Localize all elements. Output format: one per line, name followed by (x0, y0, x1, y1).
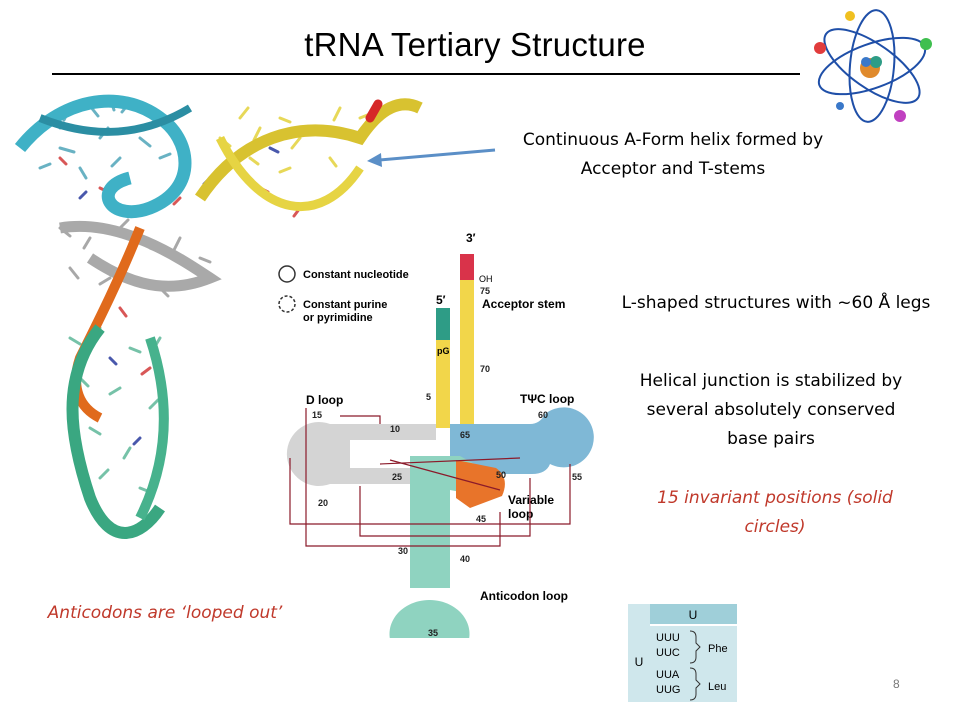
three-prime-label: 3′ (466, 231, 476, 245)
page-number: 8 (893, 677, 900, 691)
anticodons-note: Anticodons are ‘looped out’ (47, 603, 283, 623)
helix-pointer-arrow (367, 148, 496, 167)
acceptor-stem-label: Acceptor stem (482, 297, 565, 311)
codon-table-header: U (689, 608, 698, 622)
position-10: 10 (390, 424, 400, 434)
lshape-note: L-shaped structures with ~60 Å legs (621, 293, 931, 313)
invariant-note: 15 invariant positions (solid circles) (657, 488, 893, 537)
five-prime-end (436, 308, 450, 340)
t-arm (450, 407, 594, 474)
oh-label: OH (479, 274, 493, 284)
position-30: 30 (398, 546, 408, 556)
phe-brace-icon (689, 630, 701, 664)
position-45: 45 (476, 514, 486, 524)
leu-brace-icon (689, 667, 701, 701)
anticodon-loop (389, 600, 470, 638)
tertiary-interaction-lines (289, 408, 571, 547)
five-prime-label: 5′ (436, 293, 446, 307)
codon-uug: UUG (656, 684, 680, 696)
legend-constant-label: Constant nucleotide (303, 269, 409, 281)
position-35: 35 (428, 628, 438, 638)
anticodon-loop-label: Anticodon loop (480, 589, 568, 603)
acceptor-3prime-strand (460, 254, 474, 428)
position-15: 15 (312, 410, 322, 420)
variable-region (456, 460, 505, 508)
position-25: 25 (392, 472, 402, 482)
pg-label: pG (437, 346, 450, 356)
junction-note: Helical junction is stabilized by severa… (639, 371, 903, 449)
codon-uua: UUA (656, 669, 680, 681)
codon-table: U U UUU UUC UUA UUG Phe Leu (628, 604, 737, 702)
amino-acid-leu: Leu (708, 681, 726, 693)
trna-3d-structure-image (14, 94, 423, 539)
atom-icon (814, 9, 932, 123)
legend-dashed-circle-icon (278, 295, 296, 313)
position-5: 5 (426, 392, 431, 402)
codon-table-row-header: U (635, 655, 644, 669)
slide-title: tRNA Tertiary Structure (304, 26, 646, 63)
codon-uuc: UUC (656, 647, 680, 659)
acceptor-5prime-strand (436, 314, 450, 428)
position-55: 55 (572, 472, 582, 482)
d-arm (286, 422, 436, 486)
position-60: 60 (538, 410, 548, 420)
position-40: 40 (460, 554, 470, 564)
position-20: 20 (318, 498, 328, 508)
legend-solid-circle-icon (278, 265, 296, 283)
tpsic-loop-label: TΨC loop (520, 392, 574, 406)
position-65: 65 (460, 430, 470, 440)
d-loop-label: D loop (306, 393, 343, 407)
position-75: 75 (480, 286, 490, 296)
codon-uuu: UUU (656, 632, 680, 644)
amino-acid-phe: Phe (708, 643, 728, 655)
three-prime-end (460, 254, 474, 280)
helix-note: Continuous A-Form helix formed by Accept… (522, 130, 824, 179)
title-underline (52, 73, 800, 75)
position-70: 70 (480, 364, 490, 374)
position-50: 50 (496, 470, 506, 480)
